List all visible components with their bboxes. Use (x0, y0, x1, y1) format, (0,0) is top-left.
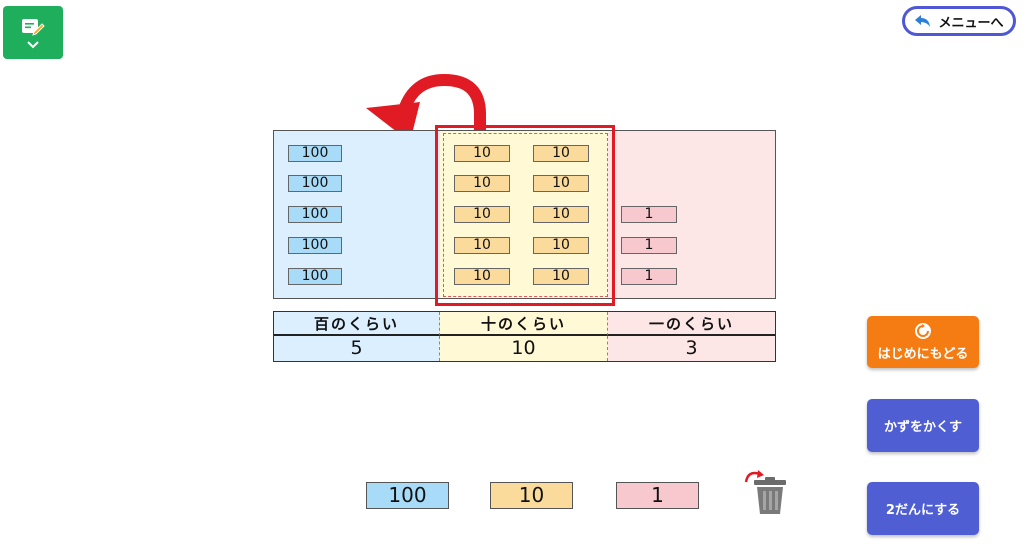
palette-ten-tile[interactable]: 10 (490, 482, 573, 509)
hundreds-value: 5 (274, 336, 440, 361)
ten-tile[interactable]: 10 (533, 145, 589, 162)
hide-numbers-button[interactable]: かずをかくす (867, 399, 979, 452)
one-tile[interactable]: 1 (621, 206, 677, 223)
ten-tile[interactable]: 10 (454, 145, 510, 162)
tens-value: 10 (440, 336, 608, 361)
hundred-tile[interactable]: 100 (288, 206, 342, 223)
hundred-tile[interactable]: 100 (288, 237, 342, 254)
ten-tile[interactable]: 10 (533, 175, 589, 192)
reset-label: はじめにもどる (877, 347, 969, 362)
place-value-table: 百のくらい 十のくらい 一のくらい 5 10 3 (273, 311, 776, 362)
place-value-board: 100 100 100 100 100 10 10 10 10 10 10 10… (273, 130, 776, 299)
ones-header: 一のくらい (608, 312, 775, 336)
memo-button[interactable] (3, 6, 63, 59)
memo-pencil-icon (22, 19, 45, 36)
ten-tile[interactable]: 10 (454, 237, 510, 254)
palette-one-tile[interactable]: 1 (616, 482, 699, 509)
tens-group-highlight (435, 125, 615, 306)
hundreds-header: 百のくらい (274, 312, 440, 336)
two-rows-label: 2だんにする (885, 503, 961, 518)
one-tile[interactable]: 1 (621, 237, 677, 254)
tens-header: 十のくらい (440, 312, 608, 336)
chevron-down-icon (27, 41, 39, 49)
menu-button[interactable]: メニューへ (902, 6, 1016, 36)
ones-value: 3 (608, 336, 775, 361)
ten-tile[interactable]: 10 (533, 206, 589, 223)
hundred-tile[interactable]: 100 (288, 175, 342, 192)
tens-group-dashed-outline (443, 133, 608, 297)
hundreds-column: 100 100 100 100 100 (274, 131, 440, 298)
hundred-tile[interactable]: 100 (288, 268, 342, 285)
one-tile[interactable]: 1 (621, 268, 677, 285)
back-arrow-icon (915, 15, 931, 27)
ten-tile[interactable]: 10 (454, 268, 510, 285)
palette-hundred-tile[interactable]: 100 (366, 482, 449, 509)
ten-tile[interactable]: 10 (454, 206, 510, 223)
hundred-tile[interactable]: 100 (288, 145, 342, 162)
ones-column: 1 1 1 (608, 131, 775, 298)
ten-tile[interactable]: 10 (454, 175, 510, 192)
two-rows-button[interactable]: 2だんにする (867, 482, 979, 535)
hide-numbers-label: かずをかくす (883, 420, 962, 435)
ten-tile[interactable]: 10 (533, 237, 589, 254)
trash-icon[interactable] (740, 468, 790, 516)
restart-icon (915, 323, 931, 339)
reset-button[interactable]: はじめにもどる (867, 316, 979, 368)
tens-column: 10 10 10 10 10 10 10 10 10 10 (440, 131, 608, 298)
menu-label: メニューへ (938, 15, 1004, 31)
ten-tile[interactable]: 10 (533, 268, 589, 285)
